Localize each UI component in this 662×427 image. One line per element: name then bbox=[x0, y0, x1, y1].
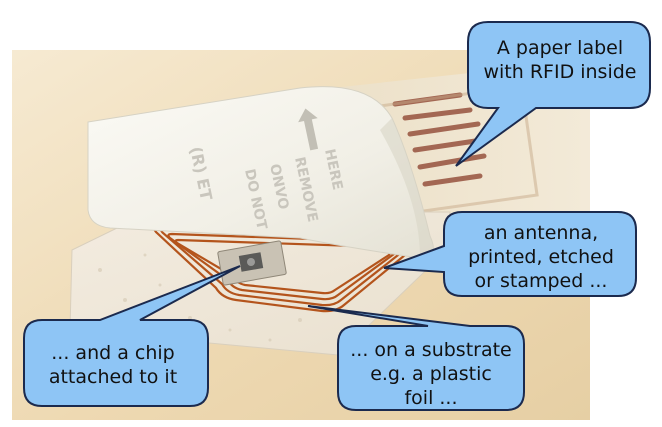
callout-antenna bbox=[383, 211, 637, 297]
peel-fold-shadow bbox=[380, 118, 434, 258]
remove-arrow-icon bbox=[298, 108, 319, 151]
callout-rfid-label bbox=[455, 21, 651, 167]
rfid-chip bbox=[217, 240, 287, 286]
callout-chip bbox=[23, 265, 241, 407]
callout-substrate bbox=[307, 305, 525, 411]
